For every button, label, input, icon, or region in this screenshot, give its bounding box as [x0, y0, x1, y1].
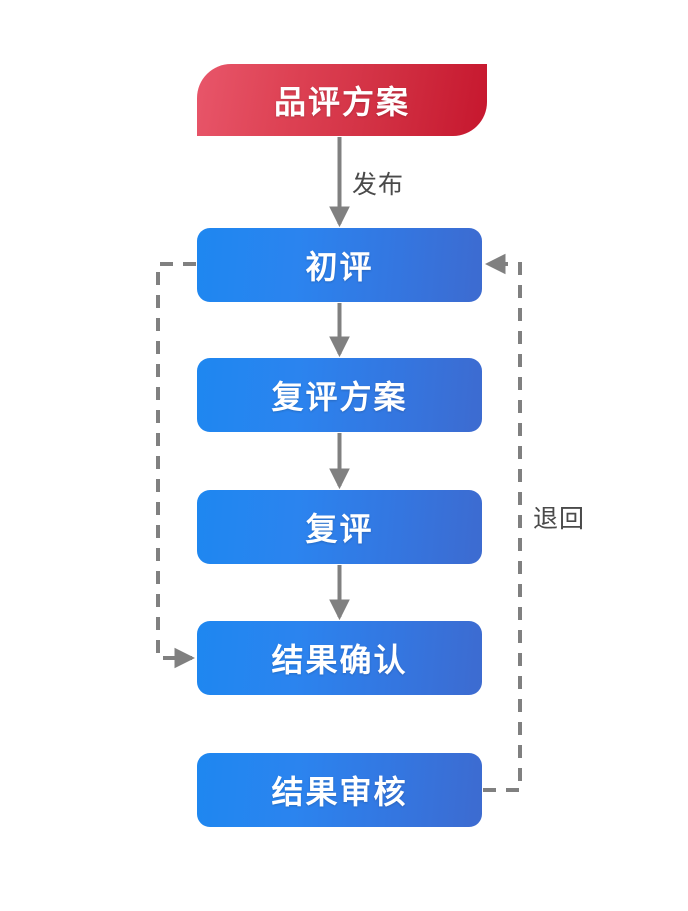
edge-label-fabu: 发布	[352, 171, 405, 199]
node-fuping[interactable]: 复评	[197, 490, 482, 564]
node-pinping-fangan[interactable]: 品评方案	[197, 64, 487, 136]
connector-dashed-chuping-to-jieguoqueren	[156, 262, 196, 669]
node-label: 复评	[305, 511, 374, 547]
node-label: 初评	[305, 249, 374, 285]
node-fuping-fangan[interactable]: 复评方案	[197, 358, 482, 432]
connector-dashed-jieguoshenhe-to-chuping	[483, 253, 522, 792]
node-label: 结果确认	[271, 642, 408, 678]
node-label: 品评方案	[273, 84, 410, 120]
node-label: 复评方案	[271, 379, 408, 415]
edge-label-tuihui: 退回	[533, 505, 586, 533]
node-jieguo-shenhe[interactable]: 结果审核	[197, 753, 482, 827]
node-jieguo-queren[interactable]: 结果确认	[197, 621, 482, 695]
node-chuping[interactable]: 初评	[197, 228, 482, 302]
node-label: 结果审核	[271, 774, 408, 810]
